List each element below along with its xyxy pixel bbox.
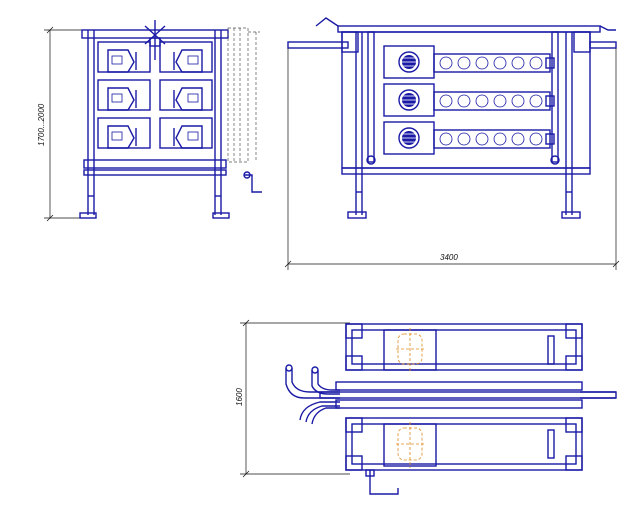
side-guard-dashed	[227, 27, 260, 163]
height-dimension-label: 1700...2000	[37, 103, 46, 146]
width-dimension-label: 1600	[235, 388, 244, 406]
front-view: 1700...2000	[37, 20, 262, 222]
front-crank	[244, 174, 262, 193]
length-dimension: 3400	[284, 48, 620, 270]
side-view: 3400	[284, 17, 620, 270]
roller-rows	[383, 45, 555, 155]
width-dimension: 1600	[235, 319, 350, 478]
length-dimension-label: 3400	[440, 253, 458, 262]
top-view: 1600	[235, 319, 617, 495]
top-crank	[369, 470, 399, 495]
height-dimension: 1700...2000	[37, 26, 90, 222]
front-clamps	[97, 41, 213, 149]
